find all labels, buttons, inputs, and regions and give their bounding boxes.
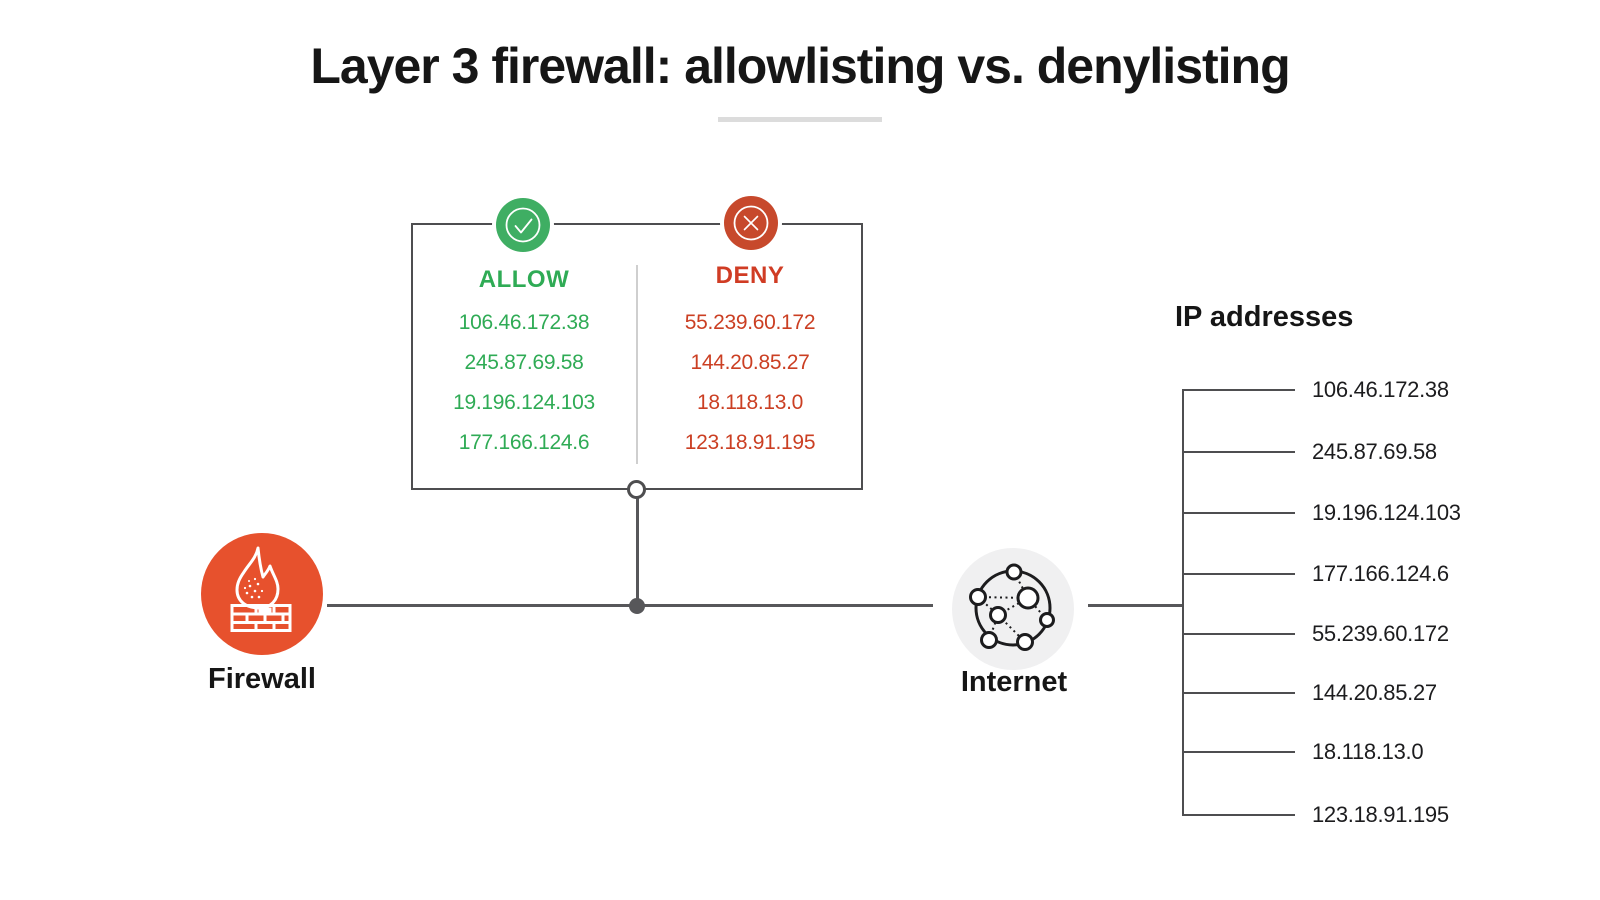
ip-tree-branch bbox=[1182, 573, 1295, 575]
ip-tree-item: 55.239.60.172 bbox=[1312, 621, 1449, 646]
allow-check-circle-icon bbox=[496, 198, 550, 252]
ip-tree-trunk-line bbox=[1182, 389, 1184, 816]
panel-column-divider bbox=[636, 265, 638, 464]
ip-tree-branch bbox=[1182, 751, 1295, 753]
firewall-label: Firewall bbox=[208, 663, 316, 695]
deny-ip: 18.118.13.0 bbox=[696, 391, 804, 414]
ip-tree-branch bbox=[1182, 451, 1295, 453]
ip-tree-item: 144.20.85.27 bbox=[1312, 680, 1437, 705]
internet-label: Internet bbox=[960, 666, 1068, 698]
ip-tree-branch bbox=[1182, 692, 1295, 694]
allow-ip: 245.87.69.58 bbox=[464, 351, 584, 374]
firewall-flame-brick-icon bbox=[201, 533, 323, 655]
ip-tree-branch bbox=[1182, 814, 1295, 816]
deny-ip: 55.239.60.172 bbox=[684, 311, 816, 334]
ip-tree-item: 245.87.69.58 bbox=[1312, 439, 1437, 464]
connector-open-node bbox=[627, 480, 646, 499]
ip-tree-item: 19.196.124.103 bbox=[1312, 500, 1461, 525]
deny-ip: 123.18.91.195 bbox=[684, 431, 816, 454]
internet-network-globe-icon bbox=[952, 548, 1074, 670]
ip-tree-branch bbox=[1182, 512, 1295, 514]
deny-ip: 144.20.85.27 bbox=[690, 351, 810, 374]
ip-tree-item: 106.46.172.38 bbox=[1312, 377, 1449, 402]
ip-tree-item: 123.18.91.195 bbox=[1312, 802, 1449, 827]
ip-addresses-title: IP addresses bbox=[1175, 301, 1354, 333]
ip-tree-branch bbox=[1182, 633, 1295, 635]
allow-column-header: ALLOW bbox=[478, 266, 570, 293]
connector-junction-dot bbox=[628, 597, 645, 614]
connector-internet-to-iplist bbox=[1088, 604, 1184, 607]
title-underline bbox=[718, 117, 882, 122]
deny-x-circle-icon bbox=[724, 196, 778, 250]
allow-ip: 106.46.172.38 bbox=[458, 311, 590, 334]
deny-column-header: DENY bbox=[715, 262, 785, 289]
allow-ip: 177.166.124.6 bbox=[458, 431, 590, 454]
allow-ip-list: 106.46.172.38 245.87.69.58 19.196.124.10… bbox=[411, 303, 637, 463]
deny-ip-list: 55.239.60.172 144.20.85.27 18.118.13.0 1… bbox=[637, 303, 863, 463]
ip-tree-item: 177.166.124.6 bbox=[1312, 561, 1449, 586]
allow-ip: 19.196.124.103 bbox=[453, 391, 595, 414]
ip-tree-branch bbox=[1182, 389, 1295, 391]
ip-tree-item: 18.118.13.0 bbox=[1312, 739, 1424, 764]
page-title: Layer 3 firewall: allowlisting vs. denyl… bbox=[310, 38, 1290, 94]
connector-panel-drop-line bbox=[635, 498, 639, 599]
